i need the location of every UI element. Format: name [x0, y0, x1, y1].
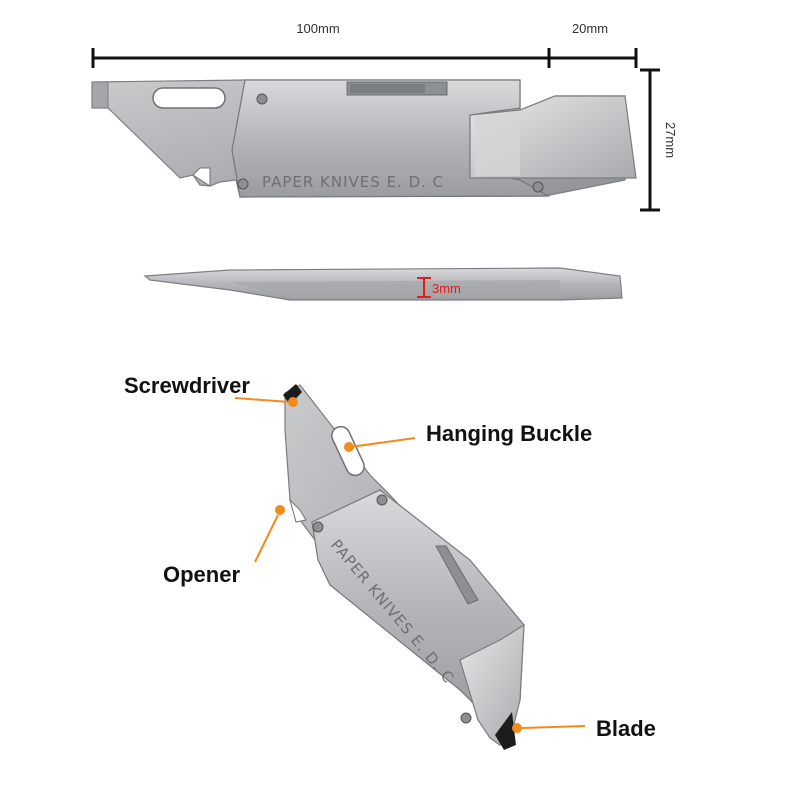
knife-angled-view: [283, 384, 525, 750]
knife-side-view: [143, 267, 623, 301]
dimension-label-thickness: 3mm: [432, 281, 461, 296]
dimension-length-line: [91, 48, 638, 68]
dimension-height-line: [640, 68, 660, 212]
callout-opener: Opener: [163, 562, 240, 587]
thickness-marker: [417, 277, 431, 298]
knife-top-view: [91, 79, 637, 198]
callout-screwdriver-pointer: [234, 397, 298, 407]
callout-blade: Blade: [596, 716, 656, 741]
callout-screwdriver: Screwdriver: [124, 373, 250, 398]
dimension-label-blade-length: 20mm: [572, 21, 608, 36]
engraving-top: PAPER KNIVES E. D. C: [262, 173, 444, 191]
callout-blade-pointer: [512, 723, 586, 733]
callout-hanging-buckle-pointer: [344, 437, 416, 452]
callout-hanging-buckle: Hanging Buckle: [426, 421, 592, 446]
callout-opener-pointer: [254, 505, 285, 563]
hanging-slot: [152, 87, 226, 109]
dimension-label-height: 27mm: [663, 122, 678, 158]
dimension-label-length: 100mm: [296, 21, 339, 36]
